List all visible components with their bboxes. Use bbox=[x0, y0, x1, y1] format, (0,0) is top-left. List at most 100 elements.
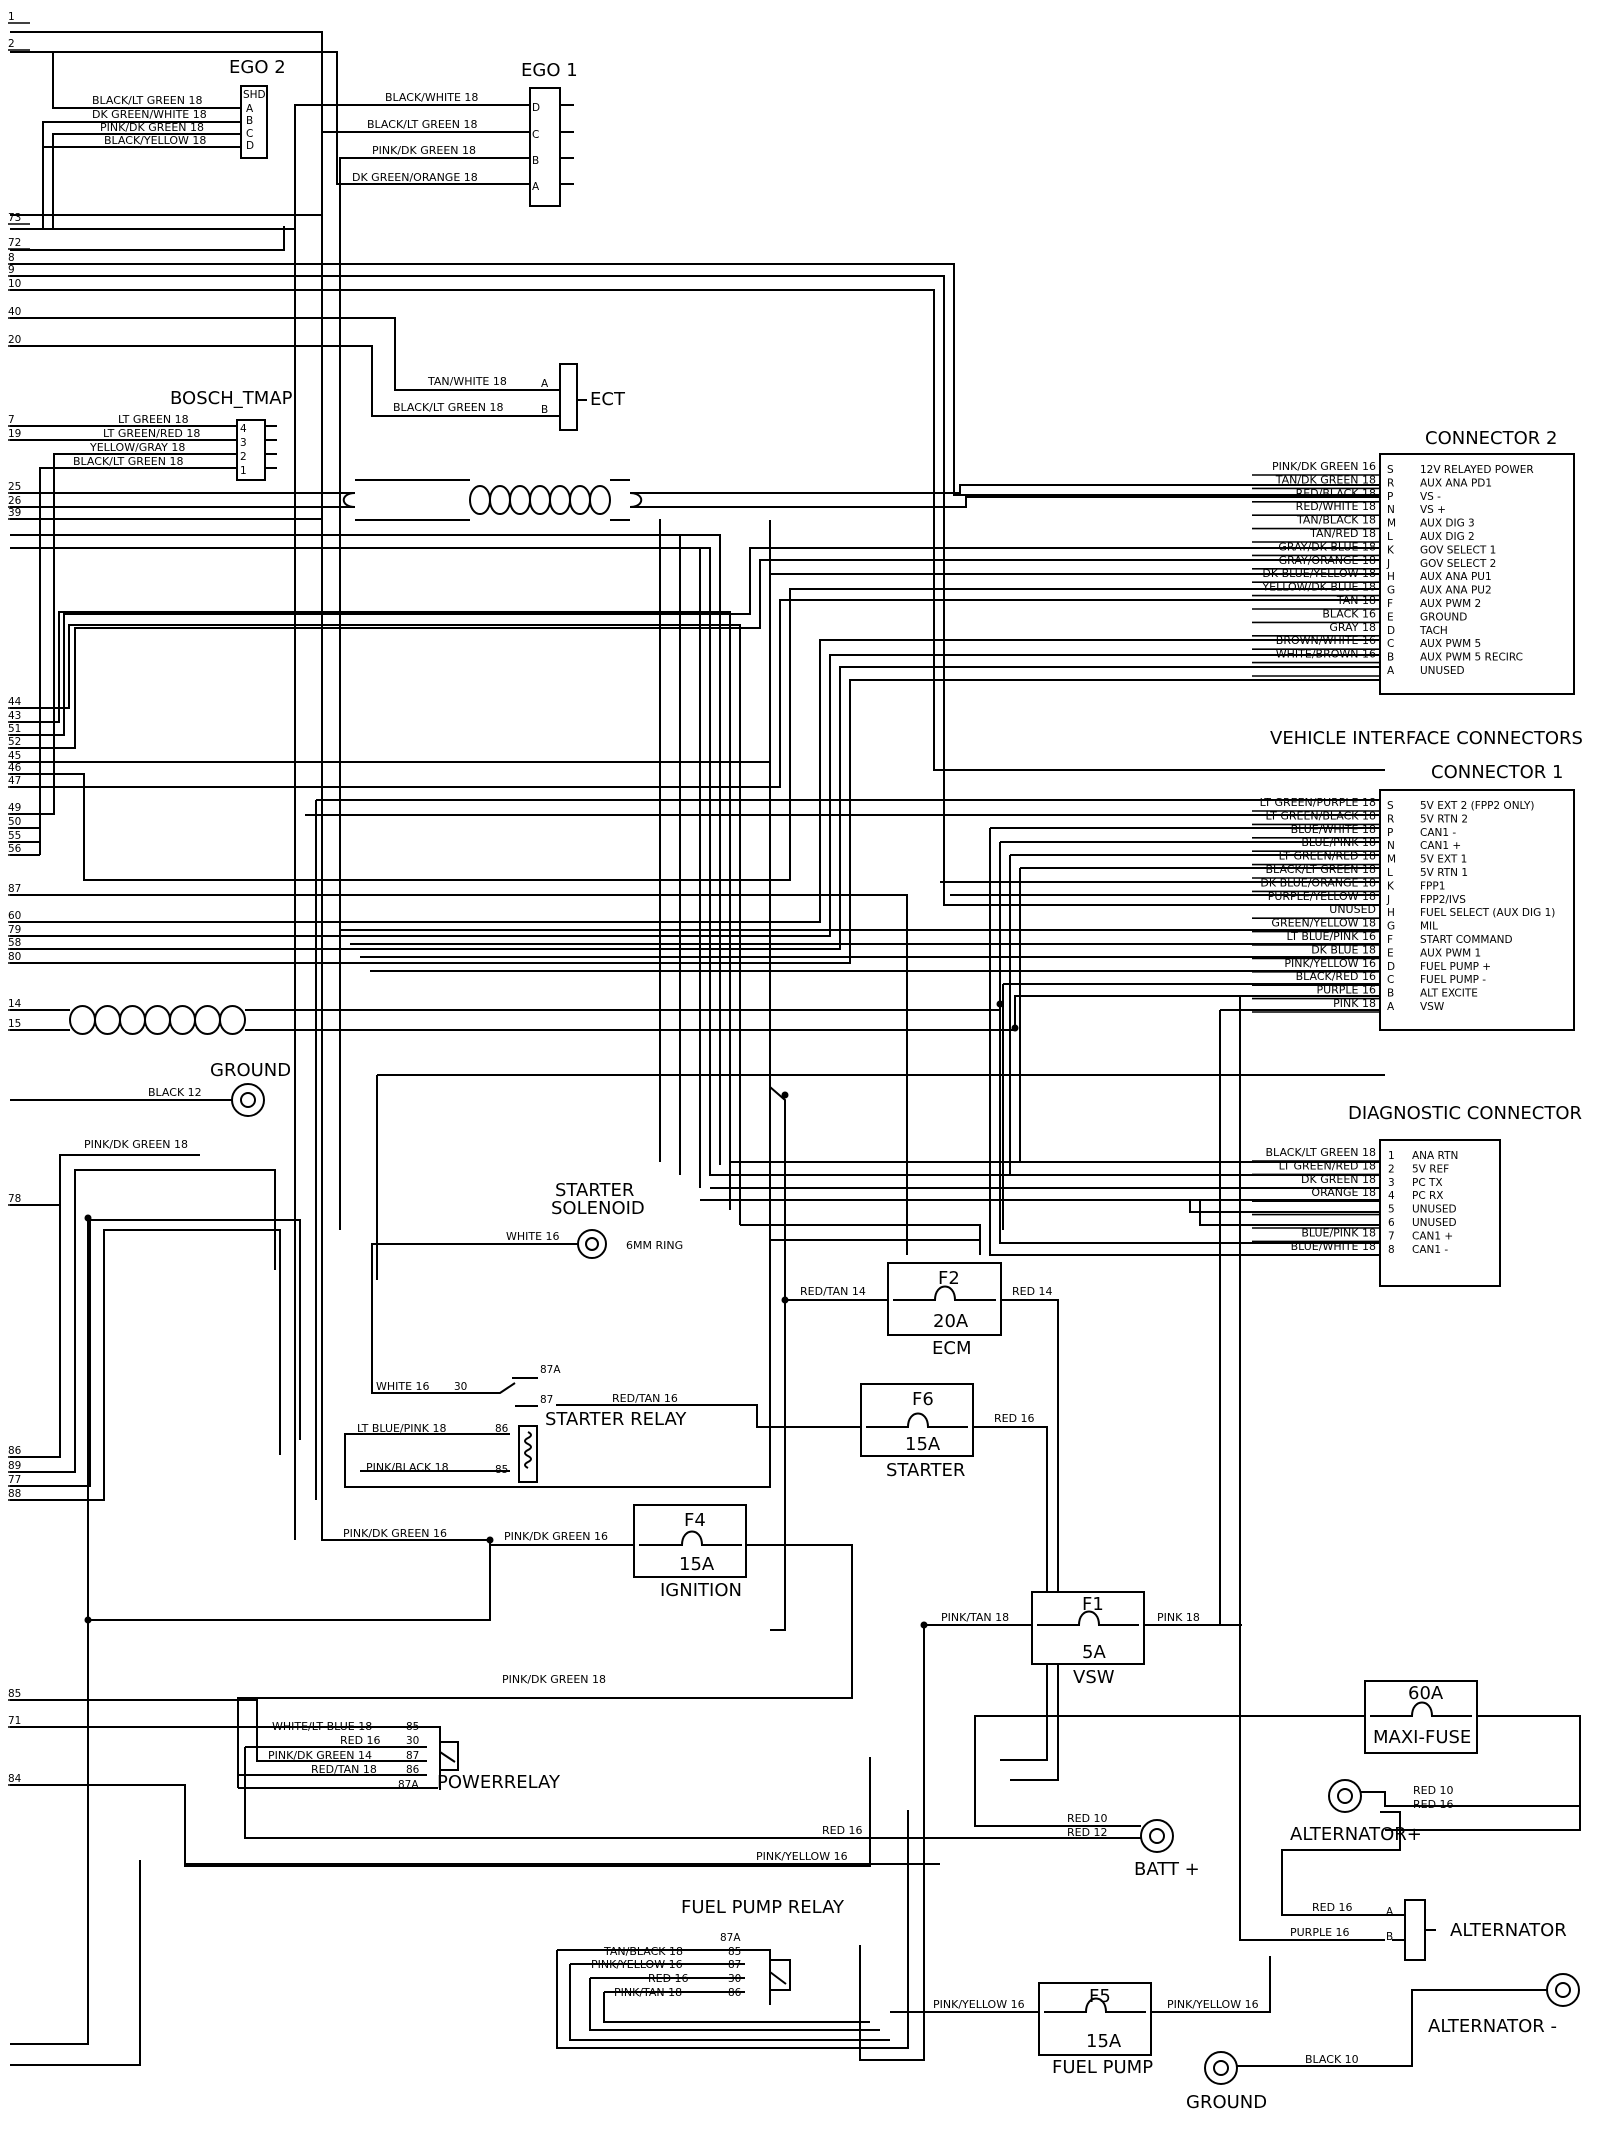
alt-plus-w1: RED 10 bbox=[1413, 1784, 1454, 1797]
wire-ego1-d bbox=[294, 104, 530, 228]
wire-pin88 bbox=[10, 1229, 281, 1501]
batt-ring-inner bbox=[1149, 1828, 1165, 1844]
connector1-row-pin: M bbox=[1387, 854, 1396, 866]
connector1-row-wire: LT GREEN/RED 18 bbox=[1279, 850, 1376, 863]
diagnostic-row-wire: DK GREEN 18 bbox=[1301, 1173, 1376, 1186]
diagnostic-row-func: CAN1 - bbox=[1412, 1244, 1448, 1256]
tmap-pin-3: 3 bbox=[240, 437, 247, 449]
solenoid-title-1: STARTER bbox=[555, 1180, 634, 1201]
wire-maxi-alt bbox=[1385, 1715, 1581, 1831]
wire-pin44 bbox=[10, 624, 741, 1225]
connector2-box bbox=[1379, 453, 1575, 695]
connector1-row-func: MIL bbox=[1420, 921, 1438, 933]
twist-loop bbox=[569, 485, 591, 515]
connector2-row-wire: TAN/RED 18 bbox=[1309, 527, 1376, 540]
fuse-f1-w-out: PINK 18 bbox=[1157, 1611, 1200, 1624]
connector1-row-pin: D bbox=[1387, 961, 1395, 973]
wire-purple16 bbox=[1014, 995, 1385, 1030]
diagnostic-row-func: UNUSED bbox=[1412, 1217, 1457, 1229]
trunk-c bbox=[321, 520, 490, 1541]
connector1-row-pin: J bbox=[1386, 894, 1390, 906]
connector2-row-wire: RED/WHITE 18 bbox=[1296, 500, 1376, 513]
wire-ego2-c bbox=[52, 133, 241, 228]
ground2-ring-inner bbox=[1213, 2060, 1229, 2076]
fuse-f4-w-in: PINK/DK GREEN 16 bbox=[343, 1527, 447, 1540]
tmap-wire-3: LT GREEN/RED 18 bbox=[103, 427, 200, 440]
lower-pink-yellow16: PINK/YELLOW 16 bbox=[756, 1850, 848, 1863]
starter-relay-w85: PINK/BLACK 18 bbox=[366, 1461, 449, 1474]
connector2-title: CONNECTOR 2 bbox=[1425, 428, 1557, 449]
wire-f5-out bbox=[1151, 1956, 1271, 2013]
connector2-row-func: AUX ANA PD1 bbox=[1420, 477, 1492, 489]
left-pin-label: 89 bbox=[8, 1460, 21, 1472]
fuse-f5-w-out: PINK/YELLOW 16 bbox=[1167, 1998, 1259, 2011]
left-pin-label: 2 bbox=[8, 38, 15, 50]
fuse-f1-w-in: PINK/TAN 18 bbox=[941, 1611, 1009, 1624]
connector2-row-wire: DK BLUE/YELLOW 18 bbox=[1262, 567, 1376, 580]
wire-pin79 bbox=[10, 654, 1385, 937]
connector1-row-pin: C bbox=[1387, 974, 1394, 986]
wire-long-left bbox=[10, 1218, 89, 2045]
starter-relay-title: STARTER RELAY bbox=[545, 1409, 687, 1430]
tmap-wire-4: LT GREEN 18 bbox=[118, 413, 189, 426]
batt-title: BATT + bbox=[1134, 1859, 1200, 1880]
fuse-f5-amp: 15A bbox=[1086, 2031, 1122, 2052]
fuse-f5-box bbox=[1038, 1982, 1152, 2056]
connector1-row-func: VSW bbox=[1420, 1001, 1445, 1013]
fuse-f1-amp: 5A bbox=[1082, 1642, 1106, 1663]
wire-pin43 bbox=[10, 611, 731, 1210]
diagnostic-row-func: 5V REF bbox=[1412, 1163, 1449, 1175]
alternator-pin-a: A bbox=[1386, 1906, 1394, 1918]
connector1-row-func: FUEL SELECT (AUX DIG 1) bbox=[1420, 907, 1555, 919]
connector1-row-wire: PINK 18 bbox=[1333, 997, 1376, 1010]
connector2-row-wire: GRAY/DK BLUE 18 bbox=[1278, 540, 1376, 553]
left-pin-label: 8 bbox=[8, 252, 15, 264]
connector1-row-func: FUEL PUMP - bbox=[1420, 974, 1486, 986]
twist-loop bbox=[169, 1005, 196, 1035]
wire-pin84-pump bbox=[10, 1757, 871, 1867]
twist-loop bbox=[489, 485, 511, 515]
wire-pin40 bbox=[10, 317, 560, 391]
fuse-f6-label: STARTER bbox=[886, 1460, 965, 1481]
connector1-row-func: ALT EXCITE bbox=[1420, 988, 1478, 1000]
connector2-row-pin: K bbox=[1387, 544, 1395, 556]
ego1-wire-a: DK GREEN/ORANGE 18 bbox=[352, 171, 478, 184]
connector1-row-pin: S bbox=[1387, 800, 1394, 812]
connector2-row-wire: WHITE/BROWN 16 bbox=[1276, 648, 1376, 661]
fuse-f6-element bbox=[866, 1412, 968, 1428]
connector1-row-func: FPP1 bbox=[1420, 880, 1445, 892]
left-pin-label: 47 bbox=[8, 775, 21, 787]
fuse-f6-name: F6 bbox=[912, 1389, 934, 1410]
wire-pin10 bbox=[10, 289, 1385, 771]
wire-pin1 bbox=[10, 31, 323, 216]
wire-fpr-86 bbox=[603, 1991, 870, 2023]
wire-pin52 bbox=[10, 559, 1385, 749]
wire-purple-alt bbox=[1239, 996, 1385, 1941]
twist-right-cap bbox=[629, 492, 643, 508]
connector1-row-pin: A bbox=[1387, 1001, 1395, 1013]
connector1-row-pin: F bbox=[1387, 934, 1393, 946]
junction-canh bbox=[996, 1000, 1004, 1008]
batt-w2: RED 12 bbox=[1067, 1826, 1108, 1839]
diagnostic-row-func: PC TX bbox=[1412, 1177, 1443, 1189]
maxi-fuse-element bbox=[1370, 1701, 1472, 1717]
ego1-connector bbox=[529, 87, 561, 207]
wire-pin47 bbox=[10, 599, 1385, 788]
left-pin-label: 26 bbox=[8, 495, 22, 507]
wire-maxi-batt bbox=[974, 1715, 1365, 1827]
ground1-title: GROUND bbox=[210, 1060, 291, 1081]
twist-loop bbox=[119, 1005, 146, 1035]
wire-tmap-2 bbox=[53, 453, 237, 815]
ego2-wire-d: BLACK/YELLOW 18 bbox=[104, 134, 206, 147]
wire-pin78 bbox=[10, 1154, 200, 1206]
ect-connector bbox=[559, 363, 578, 431]
wire-pin25-26 bbox=[10, 492, 355, 508]
diag-5-wire bbox=[1199, 1201, 1385, 1226]
left-pin-label: 77 bbox=[8, 1474, 21, 1486]
connector2-row-func: AUX PWM 5 RECIRC bbox=[1420, 652, 1523, 664]
tmap-wire-2: YELLOW/GRAY 18 bbox=[89, 441, 185, 454]
power-relay-p30: 30 bbox=[406, 1735, 419, 1747]
twist-left-cap bbox=[342, 492, 356, 508]
